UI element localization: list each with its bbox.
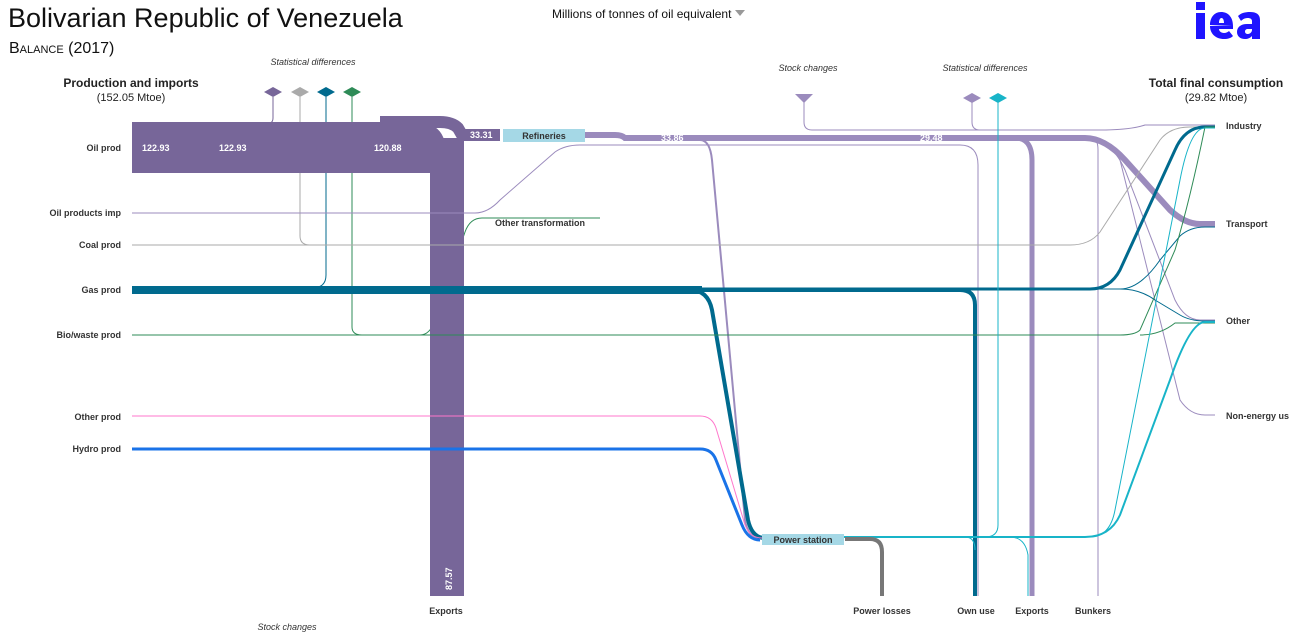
tfc-label-industry: Industry xyxy=(1226,121,1262,131)
electricity-stat-flow xyxy=(860,97,999,538)
gas-own-use-flow xyxy=(132,288,977,596)
chevron-down-icon xyxy=(735,10,746,16)
gas-transport-flow xyxy=(1000,226,1215,290)
stat-diff-bio-marker xyxy=(343,87,361,97)
value-label: 120.88 xyxy=(374,143,402,153)
node-label-refineries: Refineries xyxy=(522,131,566,141)
stock-changes-label-bottom: Stock changes xyxy=(257,622,317,632)
left-header: Production and imports xyxy=(63,76,199,90)
right-header: Total final consumption xyxy=(1149,76,1283,90)
tfc-label-non-energy-use: Non-energy us xyxy=(1226,411,1289,421)
source-label-bio-waste-prod: Bio/waste prod xyxy=(56,330,121,340)
stat-diff-coal-marker xyxy=(291,87,309,97)
source-label-coal-prod: Coal prod xyxy=(79,240,121,250)
hydro-flow xyxy=(132,447,761,542)
source-label-oil-products-imp: Oil products imp xyxy=(49,208,121,218)
flow-link xyxy=(351,97,600,336)
oil-products-exports-flow xyxy=(960,135,1035,596)
statistical-differences-markers xyxy=(264,87,1007,103)
electricity-own-use-flow xyxy=(950,536,976,551)
sink-label-own-use: Own use xyxy=(957,606,995,616)
sink-label-exports-products: Exports xyxy=(1015,606,1049,616)
electricity-industry-flow xyxy=(840,127,1215,538)
stat-diff-gas-marker xyxy=(317,87,335,97)
oil-non-energy-flow xyxy=(1089,137,1215,416)
stock-changes-marker xyxy=(795,94,813,103)
refinery-input-flow xyxy=(380,116,500,141)
value-label: 29.48 xyxy=(920,133,943,143)
right-total: (29.82 Mtoe) xyxy=(1185,92,1247,104)
flow-link xyxy=(971,97,1215,131)
stat-diff-oil-products-marker xyxy=(963,93,981,103)
source-label-oil-prod: Oil prod xyxy=(87,143,122,153)
stat-diff-electricity-marker xyxy=(989,93,1007,103)
gas-industry-flow xyxy=(700,125,1215,291)
iea-logo xyxy=(1196,2,1260,39)
electricity-exports-flow xyxy=(860,536,1029,596)
bio-flow xyxy=(132,126,1215,336)
unit-dropdown-label: Millions of tonnes of oil equivalent xyxy=(552,7,732,21)
value-label: 87.57 xyxy=(444,567,454,590)
source-label-other-prod: Other prod xyxy=(75,412,122,422)
bunkers-flow xyxy=(1092,137,1099,596)
crude-oil-exports-flow xyxy=(132,122,446,596)
source-label-gas-prod: Gas prod xyxy=(81,285,121,295)
sink-label-bunkers: Bunkers xyxy=(1075,606,1111,616)
refineries-node[interactable] xyxy=(503,129,585,142)
oil-products-imp-flow xyxy=(132,144,979,596)
page-title: Bolivarian Republic of Venezuela xyxy=(8,3,403,33)
bio-other-flow xyxy=(1139,322,1215,336)
sink-label-exports-crude: Exports xyxy=(429,606,463,616)
oil-products-flow xyxy=(585,132,1215,227)
stat-diff-label-left: Statistical differences xyxy=(270,57,356,67)
flow-link xyxy=(250,97,274,125)
power-losses-flow xyxy=(845,537,884,596)
coal-flow xyxy=(132,126,1215,246)
other-prod-flow xyxy=(132,415,763,539)
tfc-label-other: Other xyxy=(1226,316,1251,326)
gas-prod-flow xyxy=(132,286,702,294)
value-label: 33.86 xyxy=(661,133,684,143)
power-station-node[interactable] xyxy=(762,534,844,545)
node-label-other-transformation: Other transformation xyxy=(495,218,585,228)
gas-other-flow xyxy=(1000,288,1215,322)
left-total: (152.05 Mtoe) xyxy=(97,92,165,104)
node-label-power-station: Power station xyxy=(773,535,832,545)
source-label-hydro-prod: Hydro prod xyxy=(73,444,122,454)
stat-diff-oil-marker xyxy=(264,87,282,97)
sink-label-power-losses: Power losses xyxy=(853,606,911,616)
oil-other-flow xyxy=(1094,137,1215,321)
unit-dropdown[interactable]: Millions of tonnes of oil equivalent xyxy=(552,7,746,21)
electricity-other-flow xyxy=(840,321,1215,538)
stat-diff-label-right: Statistical differences xyxy=(942,63,1028,73)
value-label: 122.93 xyxy=(142,143,170,153)
stock-changes-label-top: Stock changes xyxy=(778,63,838,73)
crude-exports-flow xyxy=(430,138,464,596)
tfc-label-transport: Transport xyxy=(1226,219,1268,229)
flow-links xyxy=(132,97,1215,596)
value-label: 33.31 xyxy=(470,130,493,140)
page-subtitle: Balance (2017) xyxy=(9,40,115,57)
oil-prod-flow xyxy=(132,122,435,173)
oil-to-power-flow xyxy=(699,139,761,539)
value-label: 122.93 xyxy=(219,143,247,153)
flow-link xyxy=(803,97,1000,131)
